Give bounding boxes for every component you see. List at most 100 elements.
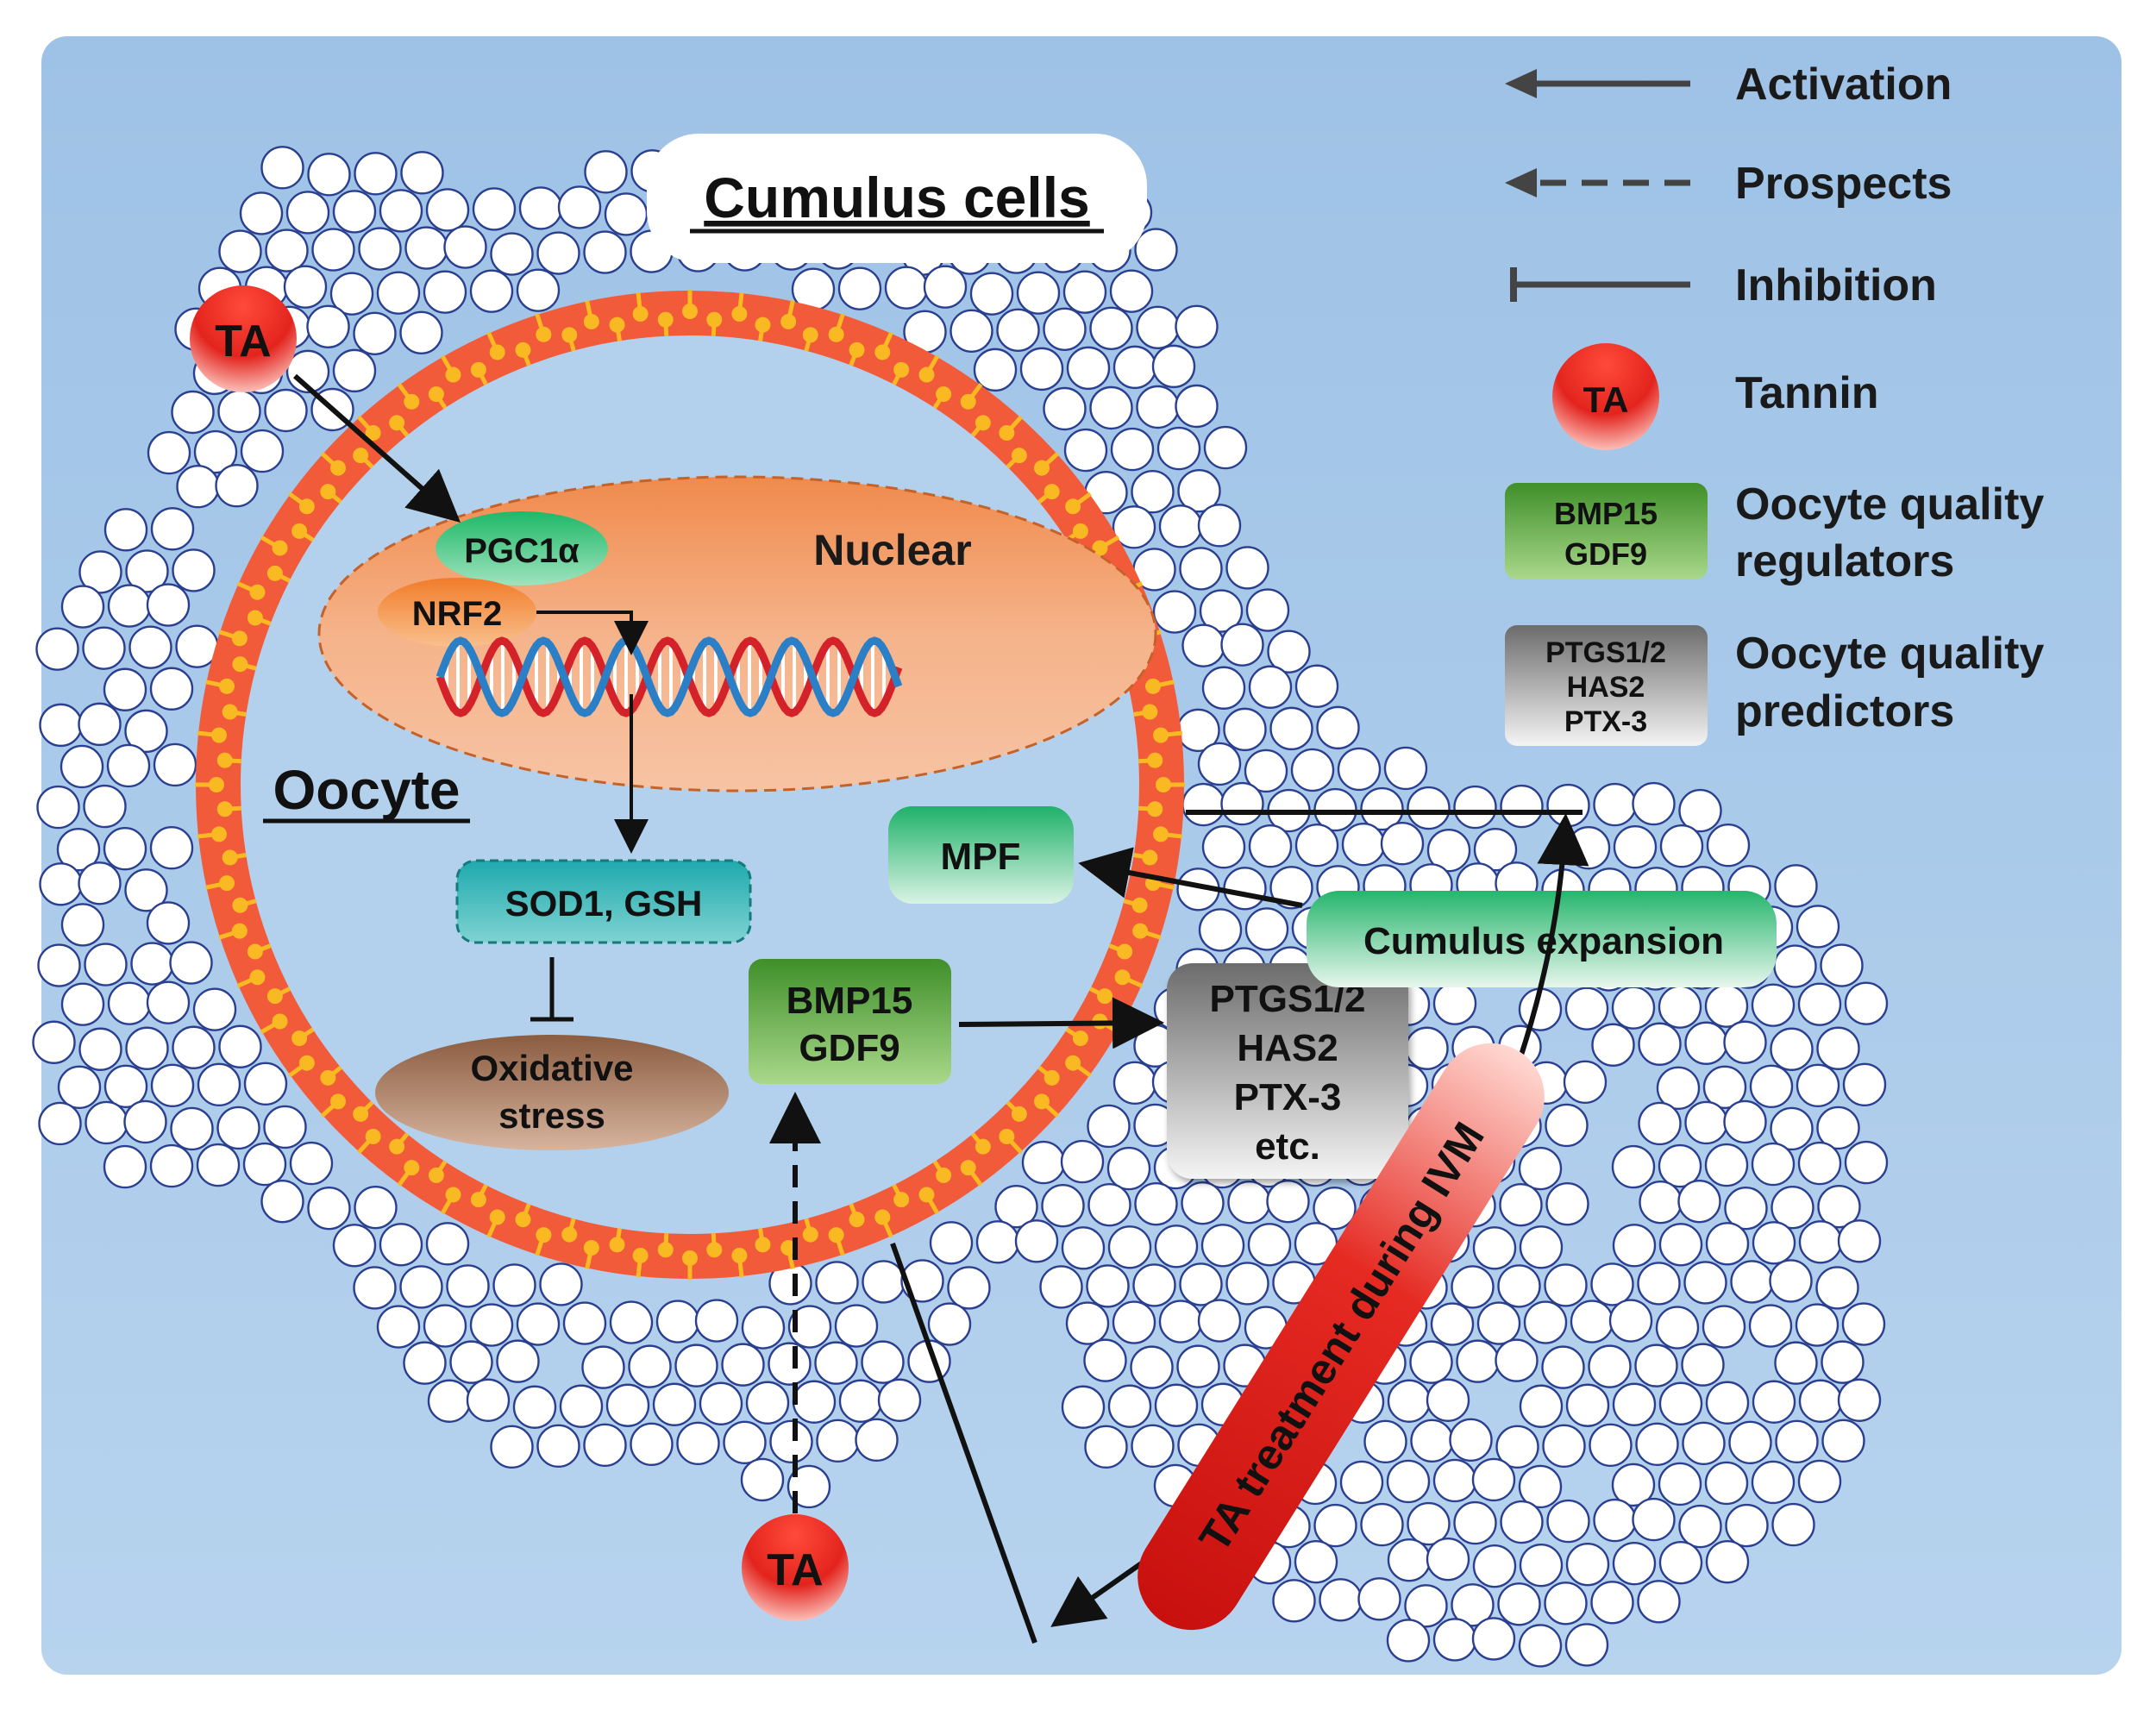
cumulus-cell <box>38 1101 82 1146</box>
lipid-head <box>874 344 891 360</box>
dna-strand-red <box>436 636 903 717</box>
cumulus-cell <box>1842 1062 1887 1107</box>
cumulus-cell <box>1112 505 1156 549</box>
ta-to-pgc1a-arrow <box>293 373 461 523</box>
cumulus-cell <box>1041 1183 1085 1228</box>
cumulus-cell <box>1612 1541 1657 1586</box>
ptx3-label: PTX-3 <box>1234 1076 1342 1118</box>
lipid-head <box>609 1237 625 1253</box>
lipid-head <box>489 344 505 360</box>
cumulus-cell <box>950 309 993 353</box>
lipid-head <box>247 943 263 960</box>
lipid-head <box>632 1247 649 1263</box>
cumulus-cell <box>1705 1539 1750 1584</box>
cumulus-cell <box>490 1425 534 1469</box>
cumulus-cell <box>1065 1301 1110 1345</box>
cumulus-cell <box>1244 749 1288 793</box>
cumulus-cell <box>1611 1463 1656 1507</box>
lipid-head <box>404 393 420 410</box>
lipid-head <box>874 1209 891 1225</box>
cumulus-cell <box>1752 1380 1796 1424</box>
cumulus-cell <box>1426 1537 1470 1582</box>
cumulus-cell <box>1294 1539 1338 1584</box>
ta-top-circle <box>190 285 297 392</box>
lipid-head <box>266 988 283 1005</box>
cumulus-cell <box>1181 782 1225 827</box>
cumulus-cell <box>472 187 517 231</box>
lipid-head <box>1142 849 1158 866</box>
lipid-head <box>216 752 233 768</box>
cumulus-cell <box>1179 547 1223 591</box>
cumulus-cell <box>1407 786 1451 830</box>
cumulus-cell <box>265 229 309 272</box>
cumulus-cell <box>815 1261 859 1305</box>
cumulus-cell <box>1724 1186 1768 1231</box>
cumulus-cell <box>1039 1265 1083 1309</box>
cumulus-cell <box>425 1222 470 1266</box>
lipid-head <box>1152 727 1169 743</box>
cumulus-cell <box>1798 1220 1843 1264</box>
cumulus-cell <box>1432 1618 1477 1662</box>
cumulus-cell <box>354 1185 398 1230</box>
ta-top-label: TA <box>215 316 271 366</box>
cumulus-cell <box>1269 706 1313 751</box>
cumulus-cell <box>1181 623 1225 667</box>
cumulus-cell <box>83 784 127 829</box>
has2-label: HAS2 <box>1237 1027 1338 1069</box>
cumulus-cell <box>1266 1179 1310 1224</box>
cumulus-cell <box>1681 1343 1725 1387</box>
legend-tannin-label: Tannin <box>1735 368 1879 418</box>
cumulus-cell <box>171 390 215 435</box>
cumulus-cell <box>1248 665 1293 709</box>
cumulus-cell <box>1136 385 1180 429</box>
cumulus-cell <box>1269 866 1313 910</box>
cumulus-cell <box>1086 1264 1130 1308</box>
cumulus-cell <box>103 1064 148 1109</box>
lipid-head <box>1145 678 1162 694</box>
cumulus-cell <box>1294 824 1339 868</box>
ptgs-has2-ptx3-box <box>1167 963 1408 1179</box>
cumulus-cell <box>1244 907 1289 951</box>
cumulus-cell <box>584 150 628 194</box>
cumulus-cell <box>329 272 374 316</box>
cumulus-cell <box>1272 1579 1316 1623</box>
lipid-head <box>1072 523 1088 539</box>
cumulus-cell <box>1383 746 1428 791</box>
cumulus-cell <box>1820 943 1864 987</box>
cumulus-cell <box>1066 346 1111 391</box>
cumulus-cell <box>128 625 172 669</box>
cumulus-cell <box>1499 1182 1543 1227</box>
cumulus-cell <box>1319 1578 1363 1622</box>
oocyte-label: Oocyte <box>273 759 461 821</box>
cumulus-cell <box>217 389 261 434</box>
lipid-head <box>609 316 625 333</box>
cumulus-cell <box>1449 1418 1493 1463</box>
cumulus-cell <box>1181 1181 1225 1225</box>
cumulus-cell <box>1608 1299 1653 1343</box>
lipid-head <box>936 1167 952 1183</box>
cumulus-cell <box>149 667 194 711</box>
cumulus-cell <box>172 548 216 592</box>
cumulus-cell <box>1706 824 1751 868</box>
cumulus-cell <box>1752 1221 1796 1265</box>
cumulus-cell <box>1341 823 1386 867</box>
lipid-head <box>1044 1069 1060 1086</box>
cumulus-cell <box>630 1422 674 1467</box>
cumulus-cell <box>1821 1419 1865 1463</box>
cumulus-cell <box>1339 1460 1384 1505</box>
lipid-head <box>298 1055 315 1071</box>
cumulus-cell <box>403 1341 447 1385</box>
cumulus-cell <box>106 743 151 788</box>
cumulus-cell <box>604 192 649 236</box>
cumulus-cell <box>1725 1503 1769 1548</box>
cumulus-cell <box>996 308 1040 352</box>
lipid-head <box>893 1192 910 1208</box>
cumulus-cell <box>927 1302 972 1346</box>
cumulus-cell <box>107 584 152 628</box>
cumulus-cell <box>1176 1344 1220 1388</box>
cumulus-cell <box>1473 828 1518 872</box>
lipid-head <box>918 1187 935 1203</box>
lipid-head <box>561 1226 578 1243</box>
cumulus-cell <box>37 943 81 987</box>
cumulus-cell <box>260 1179 304 1224</box>
